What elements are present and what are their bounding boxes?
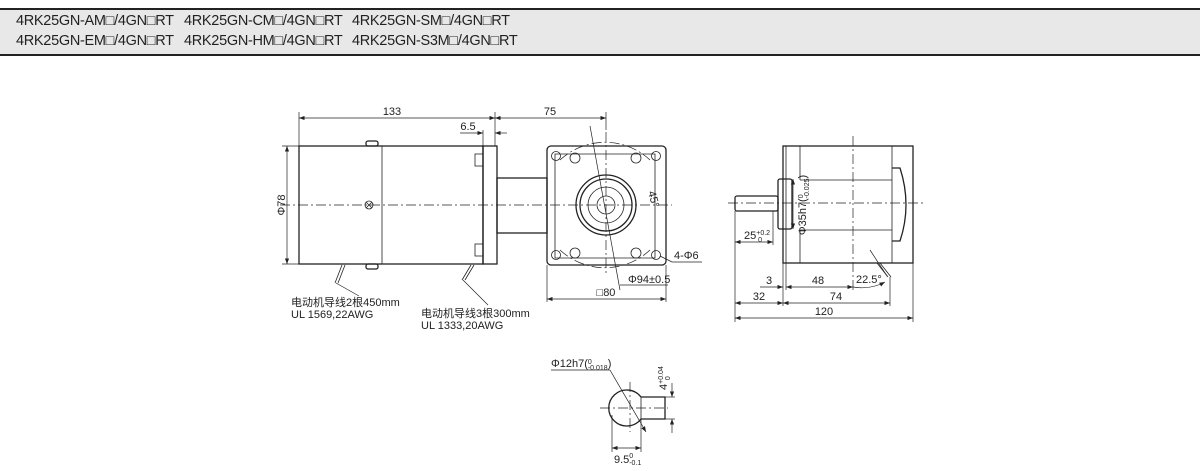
mounting-holes <box>551 151 661 260</box>
dim-length-label: 133 <box>383 106 401 118</box>
model-name: 4RK25GN-AM□/4GN□RT <box>16 13 174 29</box>
leader-line <box>335 282 360 297</box>
end-cap <box>892 167 907 242</box>
dimension-lines <box>282 112 702 302</box>
pcd-arc <box>559 142 651 161</box>
dimension-lines <box>734 179 914 322</box>
side-view: 133 75 6.5 Φ78 □80 Φ94±0.5 4-Φ6 45° 电动机导… <box>276 106 702 332</box>
gearbox-inner-outline <box>554 153 656 259</box>
dimension-lines <box>551 369 675 452</box>
gearbox-face <box>546 145 667 266</box>
dim-flat-label: 9.50-0.1 <box>614 453 641 467</box>
motor-end-body <box>782 145 914 264</box>
pilot-boss <box>777 178 793 230</box>
lead-wire <box>334 264 346 284</box>
model-name: 4RK25GN-CM□/4GN□RT <box>184 13 343 29</box>
leader-line <box>462 279 489 306</box>
dim-pcd-label: Φ94±0.5 <box>628 274 670 286</box>
dim-flange-label: 6.5 <box>460 121 475 133</box>
dim-diameter-label: Φ78 <box>276 194 288 215</box>
dim-120-label: 120 <box>815 306 833 318</box>
angle-line <box>869 249 888 277</box>
dim-48-label: 48 <box>812 275 824 287</box>
lead-wire <box>461 264 475 281</box>
dim-shaft-diameter-label: Φ12h7(0-0.018) <box>551 358 611 372</box>
shaft-circle <box>608 389 666 427</box>
shaft-section: Φ12h7(0-0.018) 4+0.040 9.50-0.1 <box>551 358 675 467</box>
gearbox-neck <box>496 177 548 234</box>
dim-holes-label: 4-Φ6 <box>674 250 699 262</box>
dim-74-label: 74 <box>830 291 842 303</box>
capacitor-tab <box>365 263 379 270</box>
lead1-spec: UL 1569,22AWG <box>291 309 373 321</box>
flange-bolt <box>474 243 484 257</box>
lead2-label: 电动机导线3根300mm <box>421 306 530 320</box>
dim-32-label: 32 <box>753 291 765 303</box>
dim-pilot-label: Φ35h7(0-0.025) <box>797 175 811 235</box>
flange-bolt <box>474 153 484 167</box>
model-name: 4RK25GN-S3M□/4GN□RT <box>352 33 518 49</box>
model-name: 4RK25GN-SM□/4GN□RT <box>352 13 510 29</box>
model-header <box>0 8 1200 56</box>
dim-3-label: 3 <box>766 275 772 287</box>
end-body-lines <box>785 146 893 263</box>
lead2-spec: UL 1333,20AWG <box>421 320 503 332</box>
screw-icon <box>364 200 374 210</box>
dim-angle-end-label: 22.5° <box>856 274 882 286</box>
dim-key-label: 4+0.040 <box>658 366 672 390</box>
output-shaft <box>734 195 779 212</box>
dim-gear-label: 75 <box>544 106 556 118</box>
dim-angle-label: 45° <box>645 190 661 209</box>
capacitor-tab <box>365 140 379 147</box>
model-name: 4RK25GN-HM□/4GN□RT <box>184 33 343 49</box>
lead1-label: 电动机导线2根450mm <box>291 295 400 309</box>
angle-line <box>589 125 621 291</box>
model-name: 4RK25GN-EM□/4GN□RT <box>16 33 174 49</box>
dim-square-label: □80 <box>597 287 616 299</box>
pcd-arc <box>559 249 651 268</box>
